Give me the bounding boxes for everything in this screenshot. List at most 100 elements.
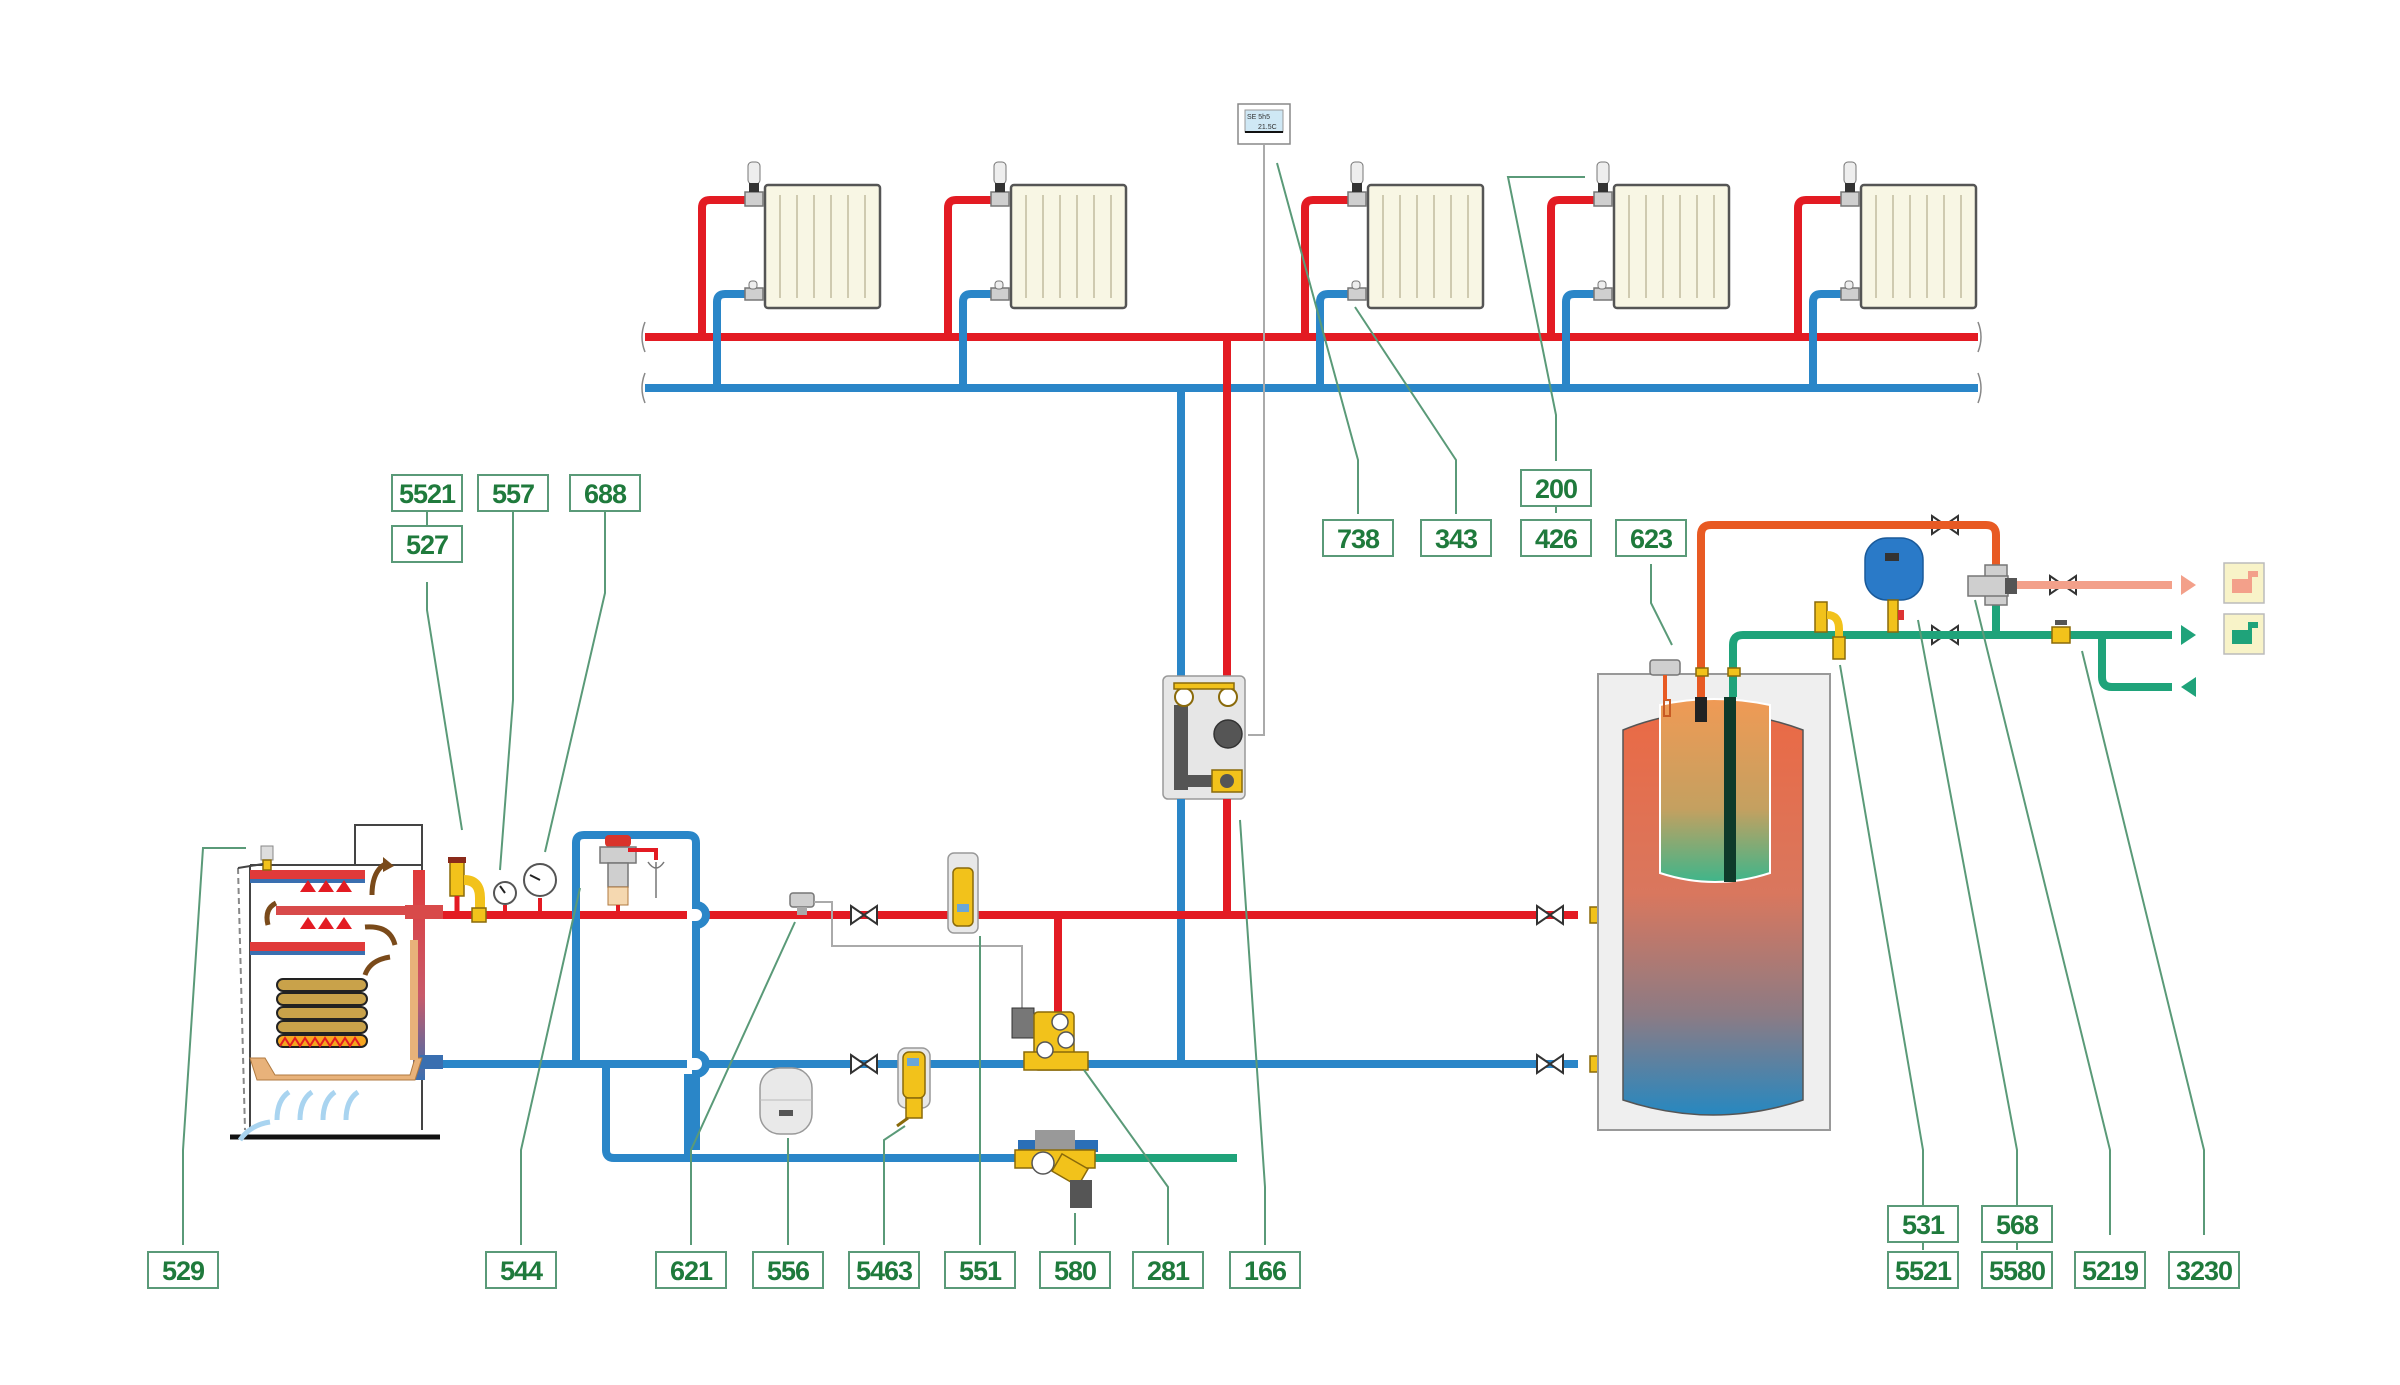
label-code: 5580 bbox=[1989, 1256, 2045, 1286]
label-code: 738 bbox=[1337, 524, 1380, 554]
label-code: 527 bbox=[406, 530, 448, 560]
label-radiator-lockshield: 738 bbox=[1322, 519, 1394, 557]
shutoff-valve bbox=[850, 904, 878, 926]
label-code: 551 bbox=[959, 1256, 1002, 1286]
label-code: 529 bbox=[162, 1256, 205, 1286]
label-code: 621 bbox=[670, 1256, 713, 1286]
label-code: 5219 bbox=[2082, 1256, 2139, 1286]
cold-outlet-arrow bbox=[2181, 625, 2196, 645]
thermostatic-valve-head bbox=[1593, 161, 1613, 207]
wood-boiler bbox=[230, 824, 443, 1142]
label-code: 623 bbox=[1630, 524, 1673, 554]
label-draught-regulator: 529 bbox=[147, 1251, 219, 1289]
label-code: 557 bbox=[492, 479, 534, 509]
lockshield-valve bbox=[990, 280, 1010, 301]
label-boiler-safety-valve: 5521 bbox=[391, 474, 463, 512]
label-dhw-expansion-vessel: 568 bbox=[1981, 1205, 2053, 1243]
label-code: 200 bbox=[1535, 474, 1577, 504]
label-code: 556 bbox=[767, 1256, 810, 1286]
label-anticondensation-valve: 544 bbox=[485, 1251, 557, 1289]
label-dirt-separator: 5463 bbox=[848, 1251, 920, 1289]
label-temperature-sensor: 621 bbox=[655, 1251, 727, 1289]
shutoff-valve bbox=[850, 1053, 878, 1075]
label-thermometer: 557 bbox=[477, 474, 549, 512]
storage-tank bbox=[1597, 673, 1831, 1131]
label-code: 580 bbox=[1054, 1256, 1096, 1286]
label-cold-ball-valve: 3230 bbox=[2168, 1251, 2240, 1289]
label-code: 3230 bbox=[2176, 1256, 2232, 1286]
cold-ball-valve bbox=[2051, 620, 2071, 644]
radiators bbox=[698, 161, 1978, 388]
dhw-safety-valve bbox=[1814, 601, 1846, 660]
thermostatic-valve-head bbox=[744, 161, 764, 207]
room-thermostat[interactable]: SE 5h5 21.5C bbox=[1237, 103, 1291, 145]
label-code: 5521 bbox=[399, 479, 456, 509]
temperature-sensor bbox=[789, 892, 1023, 1012]
boiler-safety-valve bbox=[448, 857, 487, 923]
draught-regulator-529 bbox=[237, 845, 274, 871]
radiator bbox=[1301, 161, 1485, 388]
dhw-expansion-vessel bbox=[1864, 537, 1924, 633]
label-code: 343 bbox=[1435, 524, 1478, 554]
tank-flow-fitting bbox=[1589, 906, 1599, 924]
label-air-separator: 551 bbox=[944, 1251, 1016, 1289]
low-return-pipe bbox=[602, 1064, 1030, 1162]
lockshield-valve bbox=[1347, 280, 1367, 301]
hot-tap-icon bbox=[2223, 562, 2265, 604]
label-code: 281 bbox=[1147, 1256, 1190, 1286]
radiator bbox=[944, 161, 1128, 388]
radiator bbox=[698, 161, 882, 388]
dirt-separator bbox=[896, 1047, 931, 1128]
label-mixing-group: 166 bbox=[1229, 1251, 1301, 1289]
shutoff-valve bbox=[1536, 1053, 1564, 1075]
cold-recirc-pipe bbox=[2098, 635, 2172, 691]
recirc-inlet-arrow bbox=[2181, 677, 2196, 697]
thermostat-line2: 21.5C bbox=[1258, 124, 1277, 131]
label-radiator-lockshield: 343 bbox=[1420, 519, 1492, 557]
cold-tap-icon bbox=[2223, 613, 2265, 655]
tank-thermostat bbox=[1649, 659, 1681, 700]
thermostat-wire bbox=[1248, 145, 1265, 736]
label-dhw-safety-valve: 531 bbox=[1887, 1205, 1959, 1243]
label-code: 688 bbox=[584, 479, 627, 509]
label-dhw-safety-valve: 5521 bbox=[1887, 1251, 1959, 1289]
dhw-hot-pipe bbox=[1697, 521, 2000, 697]
label-expansion-vessel: 556 bbox=[752, 1251, 824, 1289]
label-code: 544 bbox=[500, 1256, 543, 1286]
label-code: 426 bbox=[1535, 524, 1578, 554]
label-pressure-gauge: 688 bbox=[569, 474, 641, 512]
label-pump-group: 281 bbox=[1132, 1251, 1204, 1289]
lockshield-valve bbox=[744, 280, 764, 301]
label-dhw-expansion-vessel: 5580 bbox=[1981, 1251, 2053, 1289]
lockshield-valve bbox=[1593, 280, 1613, 301]
filling-unit bbox=[1014, 1130, 1098, 1208]
air-separator bbox=[947, 852, 979, 934]
radiator bbox=[1794, 161, 1978, 388]
thermostat-line1: SE 5h5 bbox=[1247, 114, 1270, 121]
label-thermostatic-mixer: 5219 bbox=[2074, 1251, 2146, 1289]
label-code: 5521 bbox=[1895, 1256, 1952, 1286]
cold-water-pipe bbox=[1729, 631, 2172, 697]
label-boiler-safety-valve: 527 bbox=[391, 525, 463, 563]
shutoff-valve bbox=[1536, 904, 1564, 926]
leader-lines bbox=[182, 162, 2205, 1250]
thermometer bbox=[493, 881, 517, 915]
label-thermostatic-valve: 426 bbox=[1520, 519, 1592, 557]
pipe-break-marks bbox=[641, 321, 1982, 404]
thermostatic-mixer bbox=[1967, 564, 2017, 606]
label-thermostatic-head: 200 bbox=[1520, 469, 1592, 507]
part-number-labels: 5521 527 557 688 738 343 200 426 623 529 544 621 556… bbox=[147, 469, 2240, 1289]
thermostatic-valve-head bbox=[990, 161, 1010, 207]
tank-return-fitting bbox=[1589, 1055, 1599, 1073]
label-code: 5463 bbox=[856, 1256, 913, 1286]
label-filling-unit: 580 bbox=[1039, 1251, 1111, 1289]
hot-outlet-arrow bbox=[2181, 575, 2196, 595]
thermostatic-valve-head bbox=[1840, 161, 1860, 207]
label-code: 568 bbox=[1996, 1210, 2039, 1240]
label-code: 166 bbox=[1244, 1256, 1287, 1286]
expansion-vessel bbox=[759, 1067, 813, 1135]
lockshield-valve bbox=[1840, 280, 1860, 301]
pump-group bbox=[1011, 1007, 1089, 1071]
label-code: 531 bbox=[1902, 1210, 1945, 1240]
